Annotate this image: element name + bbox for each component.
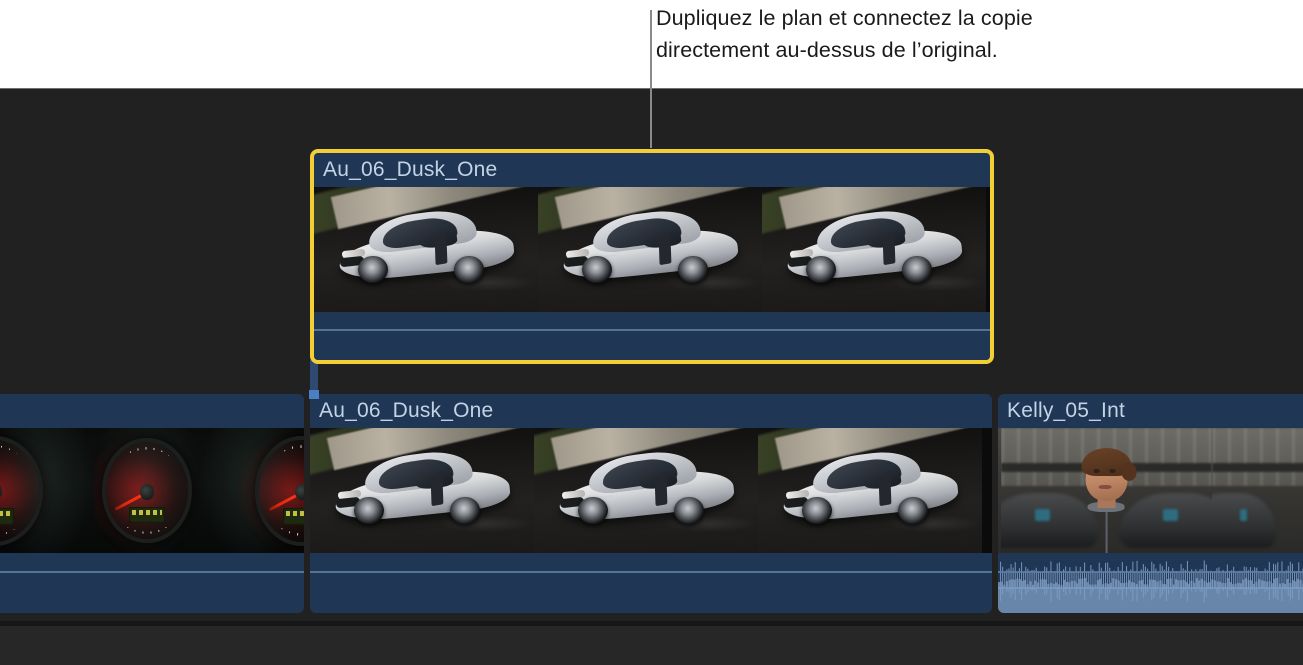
dashboard-thumbnail-icon <box>200 428 304 553</box>
interview-thumbnail-icon <box>1001 428 1212 553</box>
filmstrip-frame <box>998 428 1001 553</box>
filmstrip-frame <box>94 428 200 553</box>
car-thumbnail-icon <box>538 187 762 312</box>
audio-waveform <box>998 560 1303 613</box>
filmstrip-frame <box>538 187 762 312</box>
clip-audio-area <box>998 553 1303 613</box>
audio-center-line <box>310 571 992 573</box>
clip-connector-line <box>310 360 318 390</box>
car-thumbnail-icon <box>534 428 758 553</box>
clip-filmstrip <box>310 428 992 553</box>
audio-center-line <box>998 571 1303 573</box>
filmstrip-frame <box>314 187 538 312</box>
filmstrip-frame <box>0 428 94 553</box>
car-thumbnail-icon <box>762 187 986 312</box>
clip-filmstrip <box>0 428 304 553</box>
clip-title: Au_06_Dusk_One <box>323 158 498 181</box>
connected-clip-au-06-dusk-one[interactable]: Au_06_Dusk_One <box>310 149 994 364</box>
clip-title <box>0 394 304 428</box>
storyline-clip-dashboard[interactable] <box>0 394 304 613</box>
filmstrip-frame <box>758 428 982 553</box>
timeline-divider <box>0 621 1303 626</box>
clip-audio-area <box>0 553 304 613</box>
clip-audio-area <box>310 553 992 613</box>
filmstrip-frame <box>762 187 986 312</box>
filmstrip-frame <box>200 428 304 553</box>
interview-thumbnail-icon <box>998 428 1001 553</box>
car-thumbnail-icon <box>310 428 534 553</box>
clip-connector-point[interactable] <box>309 390 319 399</box>
dashboard-thumbnail-icon <box>94 428 200 553</box>
filmstrip-frame <box>534 428 758 553</box>
audio-center-line <box>314 329 990 331</box>
storyline-clip-au-06-dusk-one[interactable]: Au_06_Dusk_One <box>310 394 992 613</box>
interview-thumbnail-icon <box>1212 428 1303 553</box>
clip-filmstrip <box>998 428 1303 553</box>
timeline-canvas[interactable]: Au_06_Dusk_One <box>0 88 1303 665</box>
clip-title: Au_06_Dusk_One <box>319 399 494 422</box>
car-thumbnail-icon <box>314 187 538 312</box>
car-thumbnail-icon <box>758 428 982 553</box>
filmstrip-frame <box>1001 428 1212 553</box>
clip-audio-area <box>314 312 990 360</box>
callout-leader-line <box>650 10 652 148</box>
clip-title: Kelly_05_Int <box>1007 399 1125 422</box>
audio-center-line <box>0 571 304 573</box>
clip-filmstrip <box>314 187 990 312</box>
timeline-empty-area[interactable] <box>0 626 1303 665</box>
dashboard-thumbnail-icon <box>0 428 94 553</box>
filmstrip-frame <box>310 428 534 553</box>
filmstrip-frame <box>1212 428 1303 553</box>
callout-text: Dupliquez le plan et connectez la copie … <box>656 6 1033 62</box>
storyline-clip-kelly-05-int[interactable]: Kelly_05_Int <box>998 394 1303 613</box>
